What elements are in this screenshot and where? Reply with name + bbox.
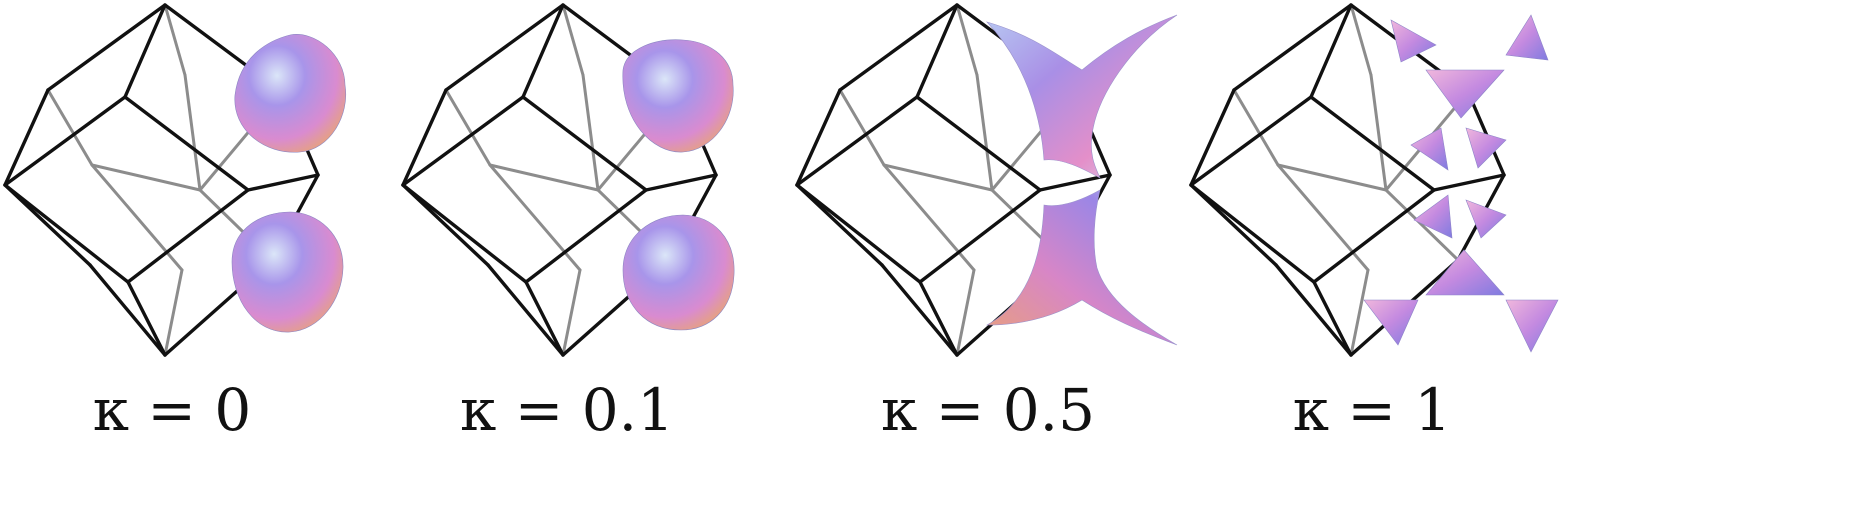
- dodecahedron-edge: [46, 88, 94, 167]
- dodecahedron-edge: [918, 280, 959, 357]
- dodecahedron-edge: [126, 188, 250, 284]
- dodecahedron-edge: [581, 73, 600, 192]
- surface-pyramids: [1363, 14, 1559, 353]
- dodecahedron-edge: [521, 95, 648, 192]
- dodecahedron-edge: [795, 183, 922, 284]
- panel-kappa-0: [3, 3, 347, 357]
- dodecahedron-edge: [1309, 3, 1353, 99]
- dodecahedron-edge: [644, 173, 718, 192]
- panel-label-kappa-0: κ = 0: [93, 376, 252, 444]
- dodecahedron-edge: [163, 268, 184, 357]
- dodecahedron-edge: [401, 88, 448, 187]
- dodecahedron-edge: [795, 88, 842, 187]
- panel-label-kappa-0.5: κ = 0.5: [881, 376, 1095, 444]
- surface-pyramid: [1505, 14, 1549, 61]
- dodecahedron-edge: [163, 3, 187, 77]
- panel-kappa-1: [1189, 3, 1559, 357]
- dodecahedron-back-edges: [1232, 3, 1470, 357]
- dodecahedron-edge: [90, 163, 184, 272]
- dodecahedron-edge: [524, 280, 565, 357]
- panel-kappa-0.5: [795, 3, 1178, 357]
- dodecahedron-back-edges: [444, 3, 682, 357]
- dodecahedron-edge: [88, 263, 167, 357]
- dodecahedron-edge: [444, 88, 492, 167]
- dodecahedron-edge: [3, 88, 50, 187]
- surface-pyramid: [1390, 19, 1437, 63]
- surface-sheet-upper: [986, 14, 1178, 179]
- dodecahedron-edge: [1038, 173, 1112, 192]
- dodecahedron-edge: [1276, 163, 1370, 272]
- surface-pyramid: [1363, 299, 1419, 346]
- dodecahedron-edge: [123, 95, 250, 192]
- dodecahedron-front-edges: [401, 3, 718, 357]
- dodecahedron-edge: [955, 3, 979, 77]
- dodecahedron-edge: [1274, 263, 1353, 357]
- dodecahedron-edge: [1369, 73, 1388, 192]
- dodecahedron-edge: [1232, 88, 1280, 167]
- dodecahedron-edge: [1349, 3, 1373, 77]
- dodecahedron-edge: [975, 73, 994, 192]
- surface-pyramid: [1465, 127, 1507, 169]
- panel-label-kappa-1: κ = 1: [1293, 376, 1452, 444]
- surface-blob-upper: [622, 39, 734, 153]
- dodecahedron-edge: [1384, 188, 1460, 262]
- dodecahedron-edge: [915, 3, 959, 99]
- dodecahedron-edge: [955, 268, 976, 357]
- dodecahedron-edge: [1232, 3, 1353, 92]
- dodecahedron-edge: [401, 95, 525, 187]
- dodecahedron-edge: [1309, 95, 1436, 192]
- surface-sheet-lower: [985, 189, 1178, 346]
- dodecahedron-edge: [486, 263, 565, 357]
- dodecahedron-edge: [3, 183, 130, 284]
- surface-blob-upper: [234, 34, 347, 153]
- surface-blob-lower: [622, 214, 735, 331]
- dodecahedron-edge: [1466, 90, 1506, 177]
- surface-sheets: [985, 14, 1178, 346]
- dodecahedron-edge: [838, 3, 959, 92]
- dodecahedron-edge: [3, 95, 127, 187]
- dodecahedron-edge: [1312, 188, 1436, 284]
- dodecahedron-edge: [838, 88, 886, 167]
- surface-blobs: [231, 34, 347, 333]
- dodecahedron-edge: [126, 280, 167, 357]
- dodecahedron-front-edges: [3, 3, 320, 357]
- dodecahedron-edge: [444, 3, 565, 92]
- dodecahedron-edge: [1349, 268, 1370, 357]
- dodecahedron-edge: [183, 73, 202, 192]
- dodecahedron-edge: [521, 3, 565, 99]
- dodecahedron-edge: [561, 268, 582, 357]
- dodecahedron-edge: [915, 95, 1042, 192]
- surface-pyramid: [1425, 69, 1505, 119]
- dodecahedron-edge: [488, 163, 600, 192]
- dodecahedron-edge: [1432, 173, 1506, 192]
- surface-pyramid: [1425, 249, 1505, 296]
- dodecahedron-edge: [488, 163, 582, 272]
- dodecahedron-edge: [123, 3, 167, 99]
- dodecahedron-edge: [246, 173, 320, 192]
- surface-pyramid: [1410, 127, 1449, 171]
- dodecahedron-edge: [524, 188, 648, 284]
- surface-pyramid: [1505, 299, 1559, 353]
- dodecahedron-edge: [46, 3, 167, 92]
- dodecahedron-edge: [918, 188, 1042, 284]
- dodecahedron-edge: [1189, 88, 1236, 187]
- surface-blobs: [622, 39, 735, 331]
- surface-blob-lower: [231, 211, 344, 333]
- dodecahedron-edge: [1312, 280, 1353, 357]
- dodecahedron-edge: [561, 3, 585, 77]
- surface-pyramid: [1413, 194, 1453, 239]
- dodecahedron-edge: [882, 163, 994, 192]
- dodecahedron-edge: [90, 163, 202, 192]
- dodecahedron-edge: [882, 163, 976, 272]
- dodecahedron-edge: [880, 263, 959, 357]
- surface-pyramid: [1465, 199, 1507, 239]
- dodecahedron-edge: [401, 183, 528, 284]
- dodecahedron-edge: [1276, 163, 1388, 192]
- panel-label-kappa-0.1: κ = 0.1: [460, 376, 674, 444]
- dodecahedron-edge: [1189, 183, 1316, 284]
- panel-kappa-0.1: [401, 3, 735, 357]
- dodecahedron-edge: [795, 95, 919, 187]
- dodecahedron-edge: [1189, 95, 1313, 187]
